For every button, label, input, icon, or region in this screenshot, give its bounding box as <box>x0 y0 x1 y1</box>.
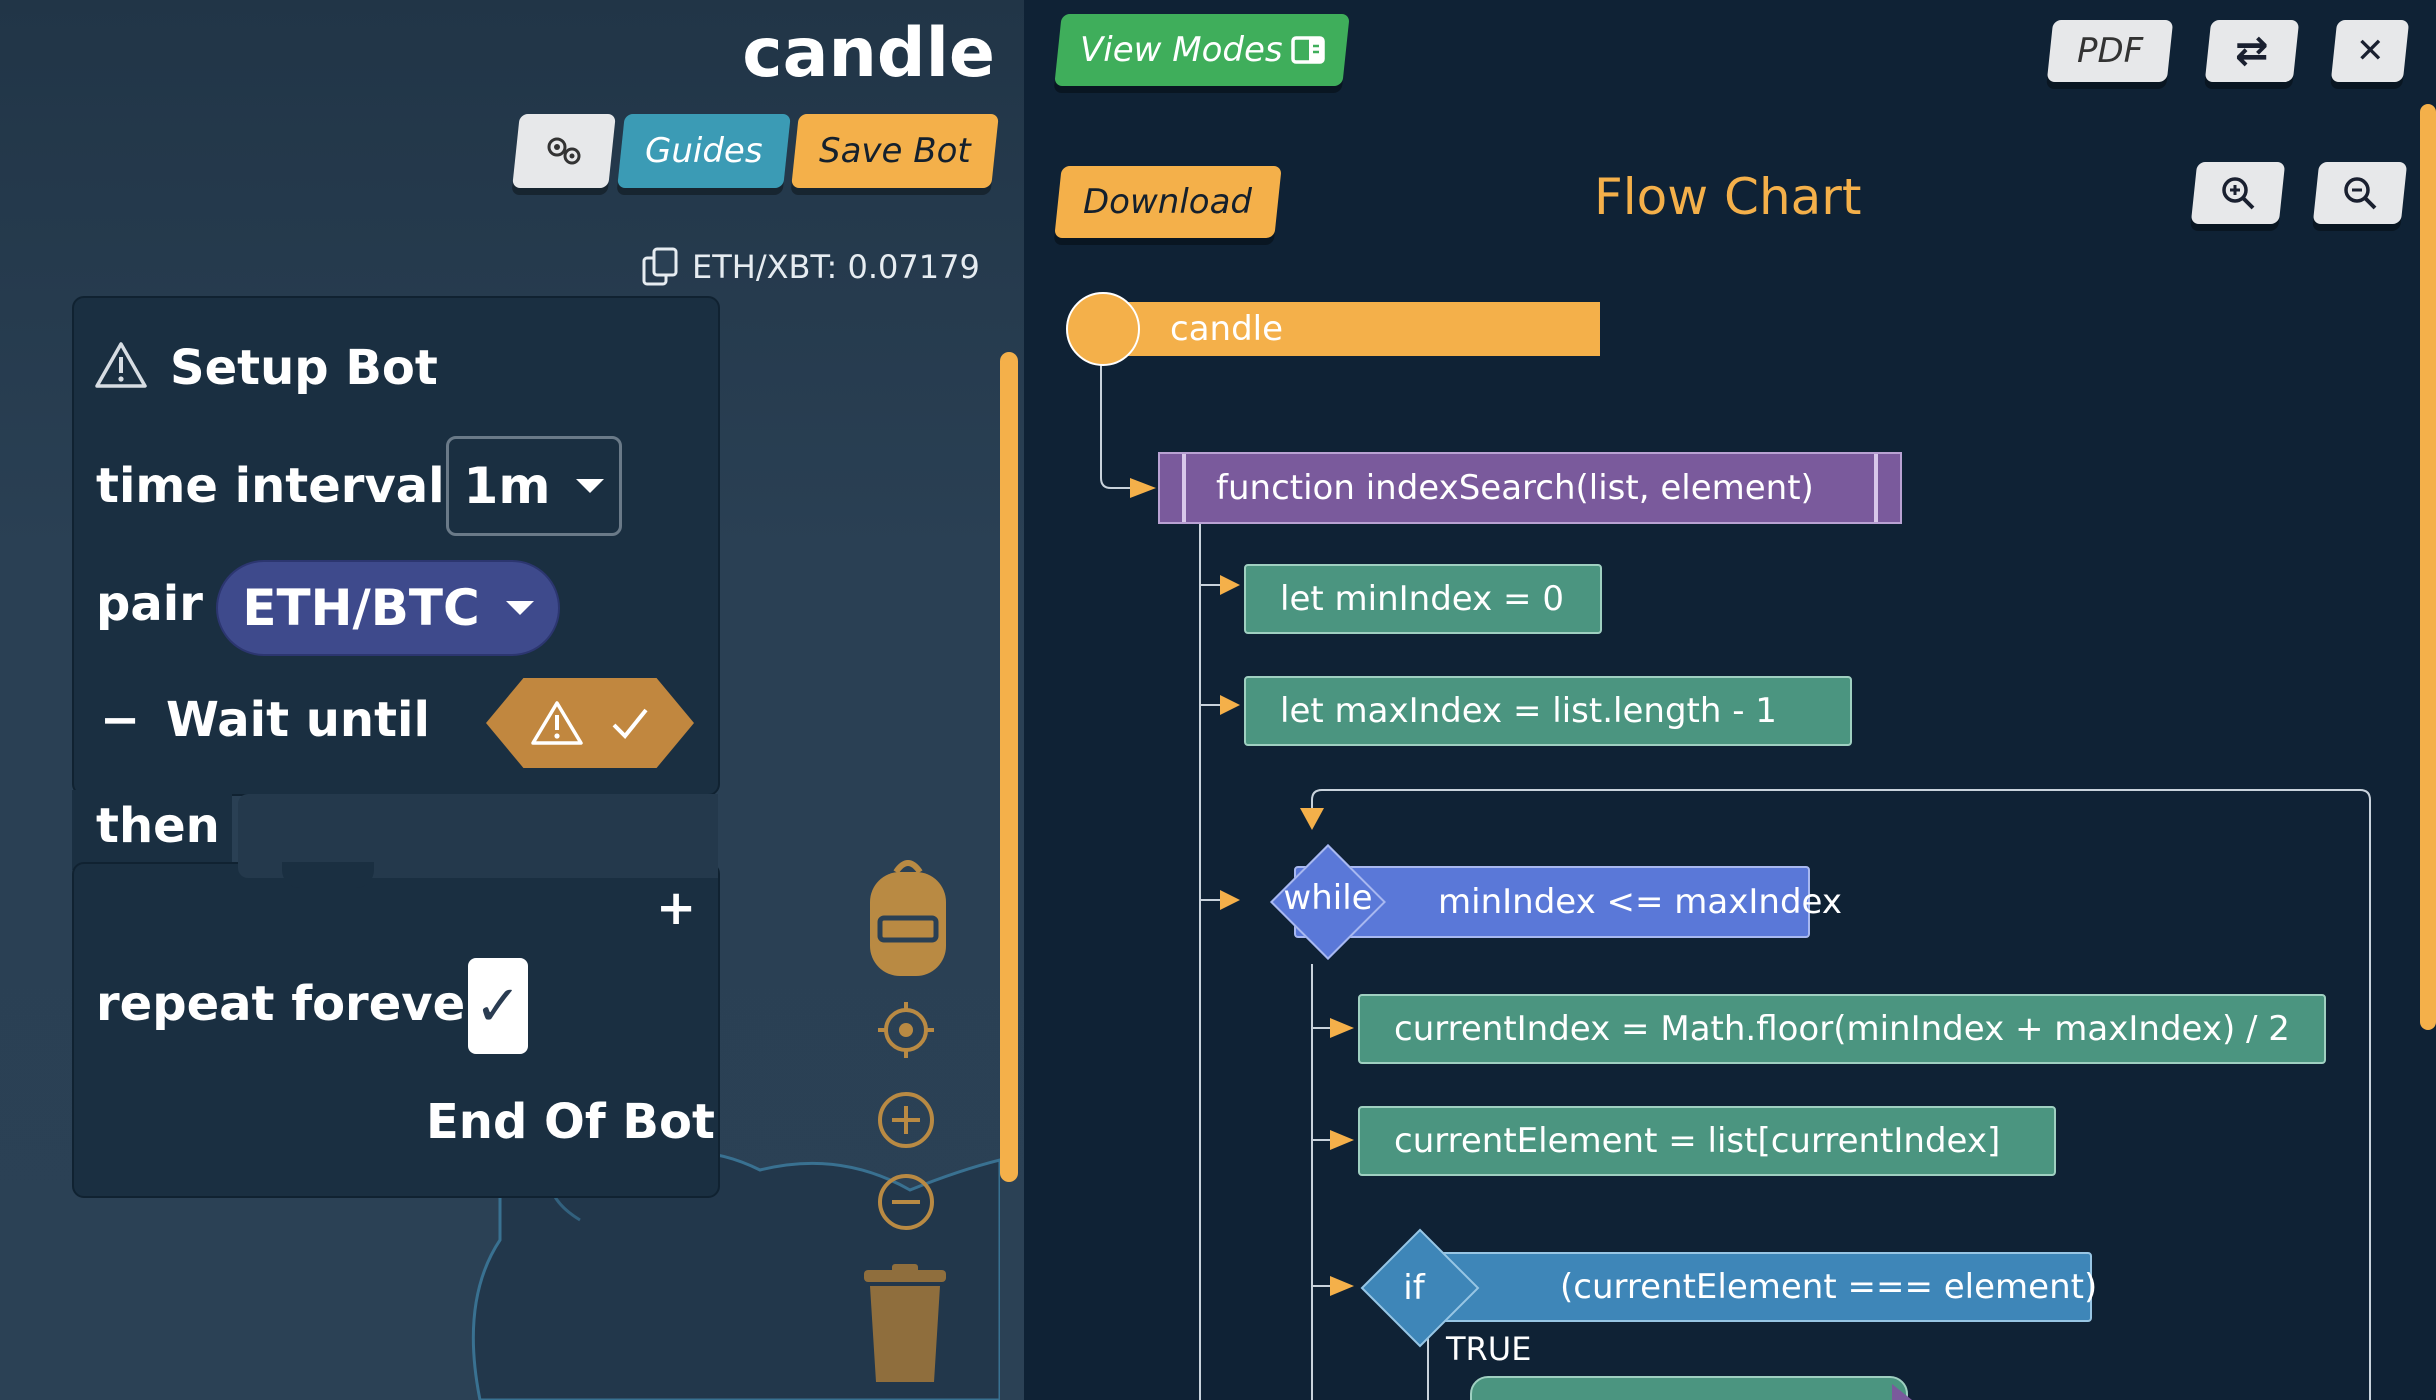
view-modes-label: View Modes <box>1079 30 1283 70</box>
function-right-bar <box>1874 454 1878 522</box>
flow-if-condition-label: (currentElement === element) <box>1560 1267 2098 1307</box>
block-workspace[interactable]: candle Guides Save Bot ETH/XBT: 0.07179 … <box>0 0 1024 1400</box>
flow-continue-arrow-icon <box>1892 1384 1912 1400</box>
flow-if-keyword: if <box>1403 1268 1425 1308</box>
time-interval-value: 1m <box>463 457 551 515</box>
backpack-icon[interactable] <box>866 854 950 978</box>
price-ticker[interactable]: ETH/XBT: 0.07179 <box>640 246 980 288</box>
then-notch <box>282 862 374 888</box>
zoom-out-icon <box>2344 177 2377 210</box>
time-interval-label: time interval <box>96 458 445 514</box>
flow-function-node[interactable]: function indexSearch(list, element) <box>1158 452 1902 524</box>
close-icon: ✕ <box>2355 31 2385 71</box>
gears-icon <box>547 137 581 165</box>
checkmark-icon: ✓ <box>474 973 522 1039</box>
flowchart-connectors <box>1100 360 2371 1400</box>
split-view-icon <box>1290 36 1325 64</box>
flow-if-diamond[interactable]: if <box>1360 1228 1480 1348</box>
crosshair-center-icon[interactable] <box>876 1000 936 1060</box>
collapse-minus-button[interactable]: − <box>100 692 141 748</box>
trash-can-icon[interactable] <box>862 1264 948 1384</box>
zoom-in-icon <box>2222 177 2255 210</box>
flow-while-keyword: while <box>1283 878 1373 918</box>
wait-until-label: Wait until <box>166 692 430 748</box>
copy-icon <box>642 247 678 286</box>
guides-button[interactable]: Guides <box>617 114 791 188</box>
zoom-in-plus-icon[interactable] <box>876 1090 936 1150</box>
then-label: then <box>96 798 220 854</box>
view-modes-button[interactable]: View Modes <box>1054 14 1350 86</box>
chevron-down-icon <box>576 479 605 493</box>
pair-value: ETH/BTC <box>242 579 480 637</box>
swap-arrows-icon: ⇄ <box>2235 28 2269 74</box>
flow-true-label: TRUE <box>1446 1330 1532 1368</box>
time-interval-dropdown[interactable]: 1m <box>446 436 622 536</box>
price-ticker-text: ETH/XBT: 0.07179 <box>692 248 980 286</box>
flowchart-zoom-out-button[interactable] <box>2312 162 2408 224</box>
flow-function-label: function indexSearch(list, element) <box>1216 468 1814 508</box>
repeat-forever-checkbox[interactable]: ✓ <box>468 958 528 1054</box>
warning-icon <box>531 701 583 745</box>
pdf-label: PDF <box>2076 31 2144 71</box>
flowchart-vertical-scrollbar[interactable] <box>2420 104 2436 1030</box>
wait-until-condition-slot[interactable] <box>486 678 694 768</box>
zoom-out-minus-icon[interactable] <box>876 1172 936 1232</box>
warning-icon <box>95 342 147 388</box>
flow-current-element-label: currentElement = list[currentIndex] <box>1394 1121 2001 1161</box>
flow-while-diamond[interactable]: while <box>1270 844 1386 960</box>
flow-chart-title: Flow Chart <box>1594 168 1862 226</box>
close-button[interactable]: ✕ <box>2330 20 2410 82</box>
flow-current-index-label: currentIndex = Math.floor(minIndex + max… <box>1394 1009 2290 1049</box>
flow-if-condition-node[interactable]: (currentElement === element) <box>1434 1252 2097 1322</box>
download-label: Download <box>1083 182 1253 222</box>
pdf-button[interactable]: PDF <box>2046 20 2174 82</box>
flow-current-index-node[interactable]: currentIndex = Math.floor(minIndex + max… <box>1358 994 2326 1064</box>
workspace-vertical-scrollbar[interactable] <box>1000 352 1018 1182</box>
save-bot-button[interactable]: Save Bot <box>791 114 999 188</box>
download-button[interactable]: Download <box>1054 166 1282 238</box>
settings-button[interactable] <box>512 114 616 188</box>
function-left-bar <box>1182 454 1186 522</box>
flow-while-condition-label: minIndex <= maxIndex <box>1438 882 1842 922</box>
flow-start-node[interactable]: candle <box>1116 302 1600 356</box>
flow-current-element-node[interactable]: currentElement = list[currentIndex] <box>1358 1106 2056 1176</box>
add-block-button[interactable]: + <box>656 880 697 936</box>
checkmark-icon <box>612 708 648 739</box>
repeat-forever-label: repeat forever <box>96 976 489 1032</box>
end-of-bot-label: End Of Bot <box>426 1094 715 1150</box>
flow-true-branch-node[interactable] <box>1470 1376 1908 1400</box>
chevron-down-icon <box>505 601 534 615</box>
flow-let-max-node[interactable]: let maxIndex = list.length - 1 <box>1244 676 1852 746</box>
flow-let-min-label: let minIndex = 0 <box>1280 579 1564 619</box>
save-bot-label: Save Bot <box>819 131 971 171</box>
flow-let-min-node[interactable]: let minIndex = 0 <box>1244 564 1602 634</box>
bot-name-title: candle <box>742 14 995 93</box>
flow-start-circle <box>1066 292 1140 366</box>
flow-let-max-label: let maxIndex = list.length - 1 <box>1280 691 1777 731</box>
pair-dropdown[interactable]: ETH/BTC <box>216 560 560 656</box>
flowchart-zoom-in-button[interactable] <box>2190 162 2286 224</box>
setup-bot-title: Setup Bot <box>170 340 438 396</box>
flow-start-label: candle <box>1170 309 1284 349</box>
guides-label: Guides <box>645 131 763 171</box>
then-connector <box>72 790 232 870</box>
swap-panels-button[interactable]: ⇄ <box>2204 20 2300 82</box>
pair-label: pair <box>96 576 203 632</box>
